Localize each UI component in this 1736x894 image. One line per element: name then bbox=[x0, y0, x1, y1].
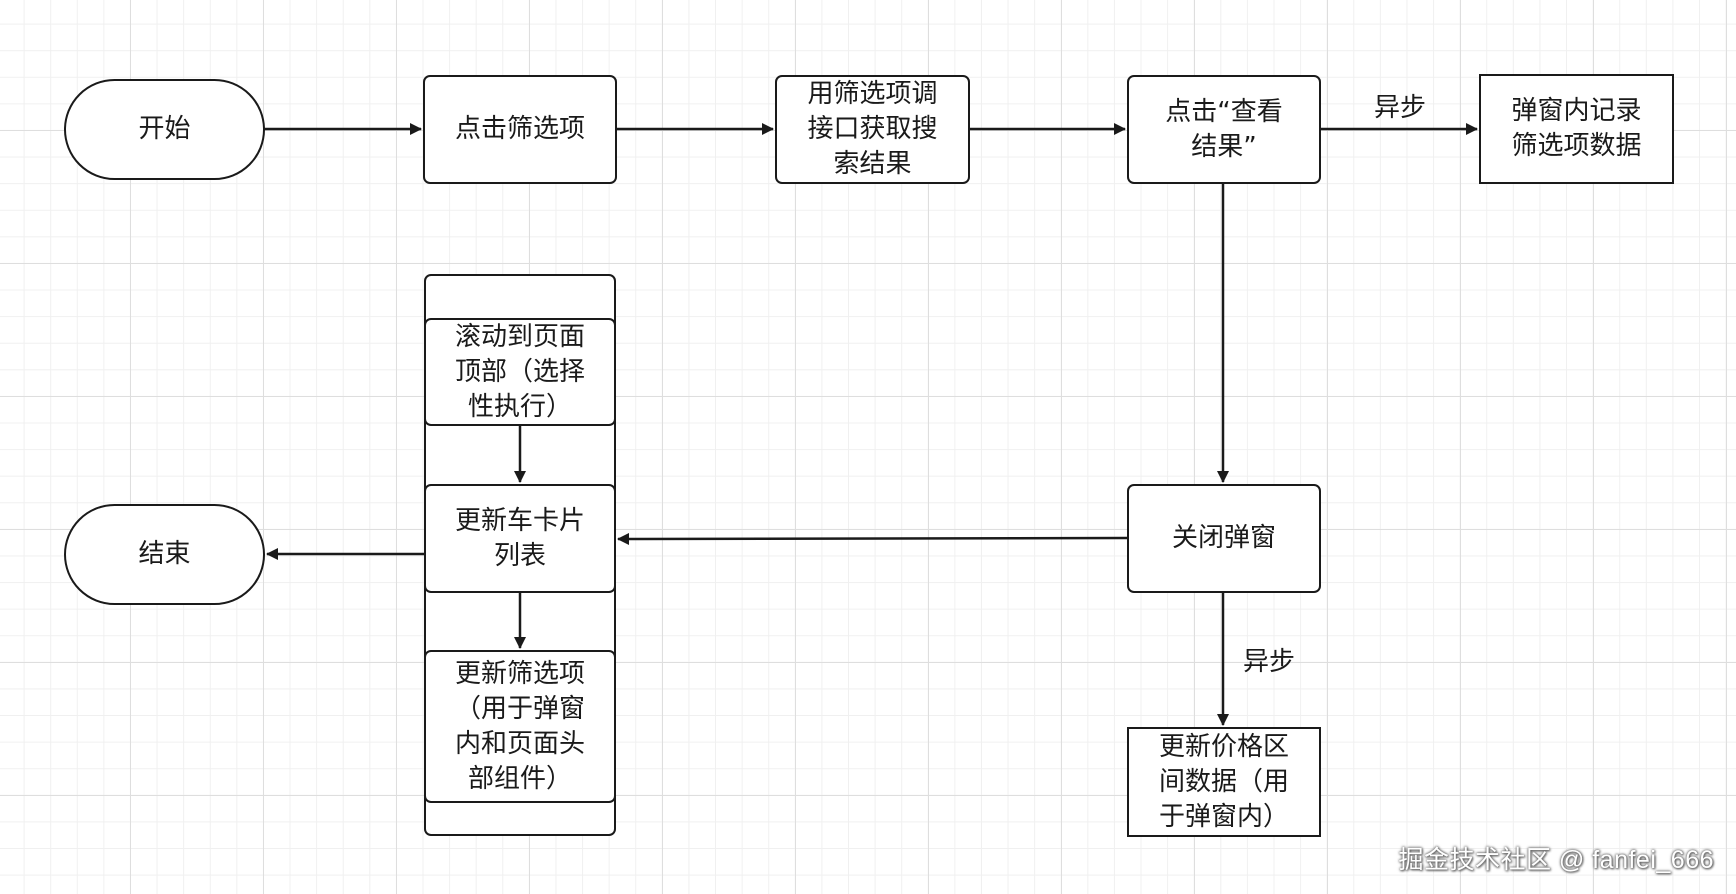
close-popup-node: 关闭弹窗 bbox=[1127, 484, 1321, 593]
call-api-node: 用筛选项调 接口获取搜 索结果 bbox=[775, 75, 970, 184]
scroll-to-top-node: 滚动到页面 顶部（选择 性执行） bbox=[424, 318, 616, 426]
click-view-results-node: 点击“查看 结果” bbox=[1127, 75, 1321, 184]
async-label-top: 异步 bbox=[1374, 93, 1427, 123]
update-filters-node: 更新筛选项 （用于弹窗 内和页面头 部组件） bbox=[424, 650, 616, 803]
end-node: 结束 bbox=[64, 504, 265, 605]
record-popup-filters-node: 弹窗内记录 筛选项数据 bbox=[1479, 74, 1674, 184]
click-filter-node: 点击筛选项 bbox=[423, 75, 617, 184]
async-label-bottom: 异步 bbox=[1243, 647, 1296, 677]
start-node: 开始 bbox=[64, 79, 265, 180]
arrow-close-popup-to-update-cards bbox=[617, 532, 1128, 545]
watermark-text: 掘金技术社区 @ fanfei_666 bbox=[1398, 846, 1714, 874]
update-price-range-node: 更新价格区 间数据（用 于弹窗内） bbox=[1127, 727, 1321, 837]
update-car-cards-node: 更新车卡片 列表 bbox=[424, 484, 616, 593]
